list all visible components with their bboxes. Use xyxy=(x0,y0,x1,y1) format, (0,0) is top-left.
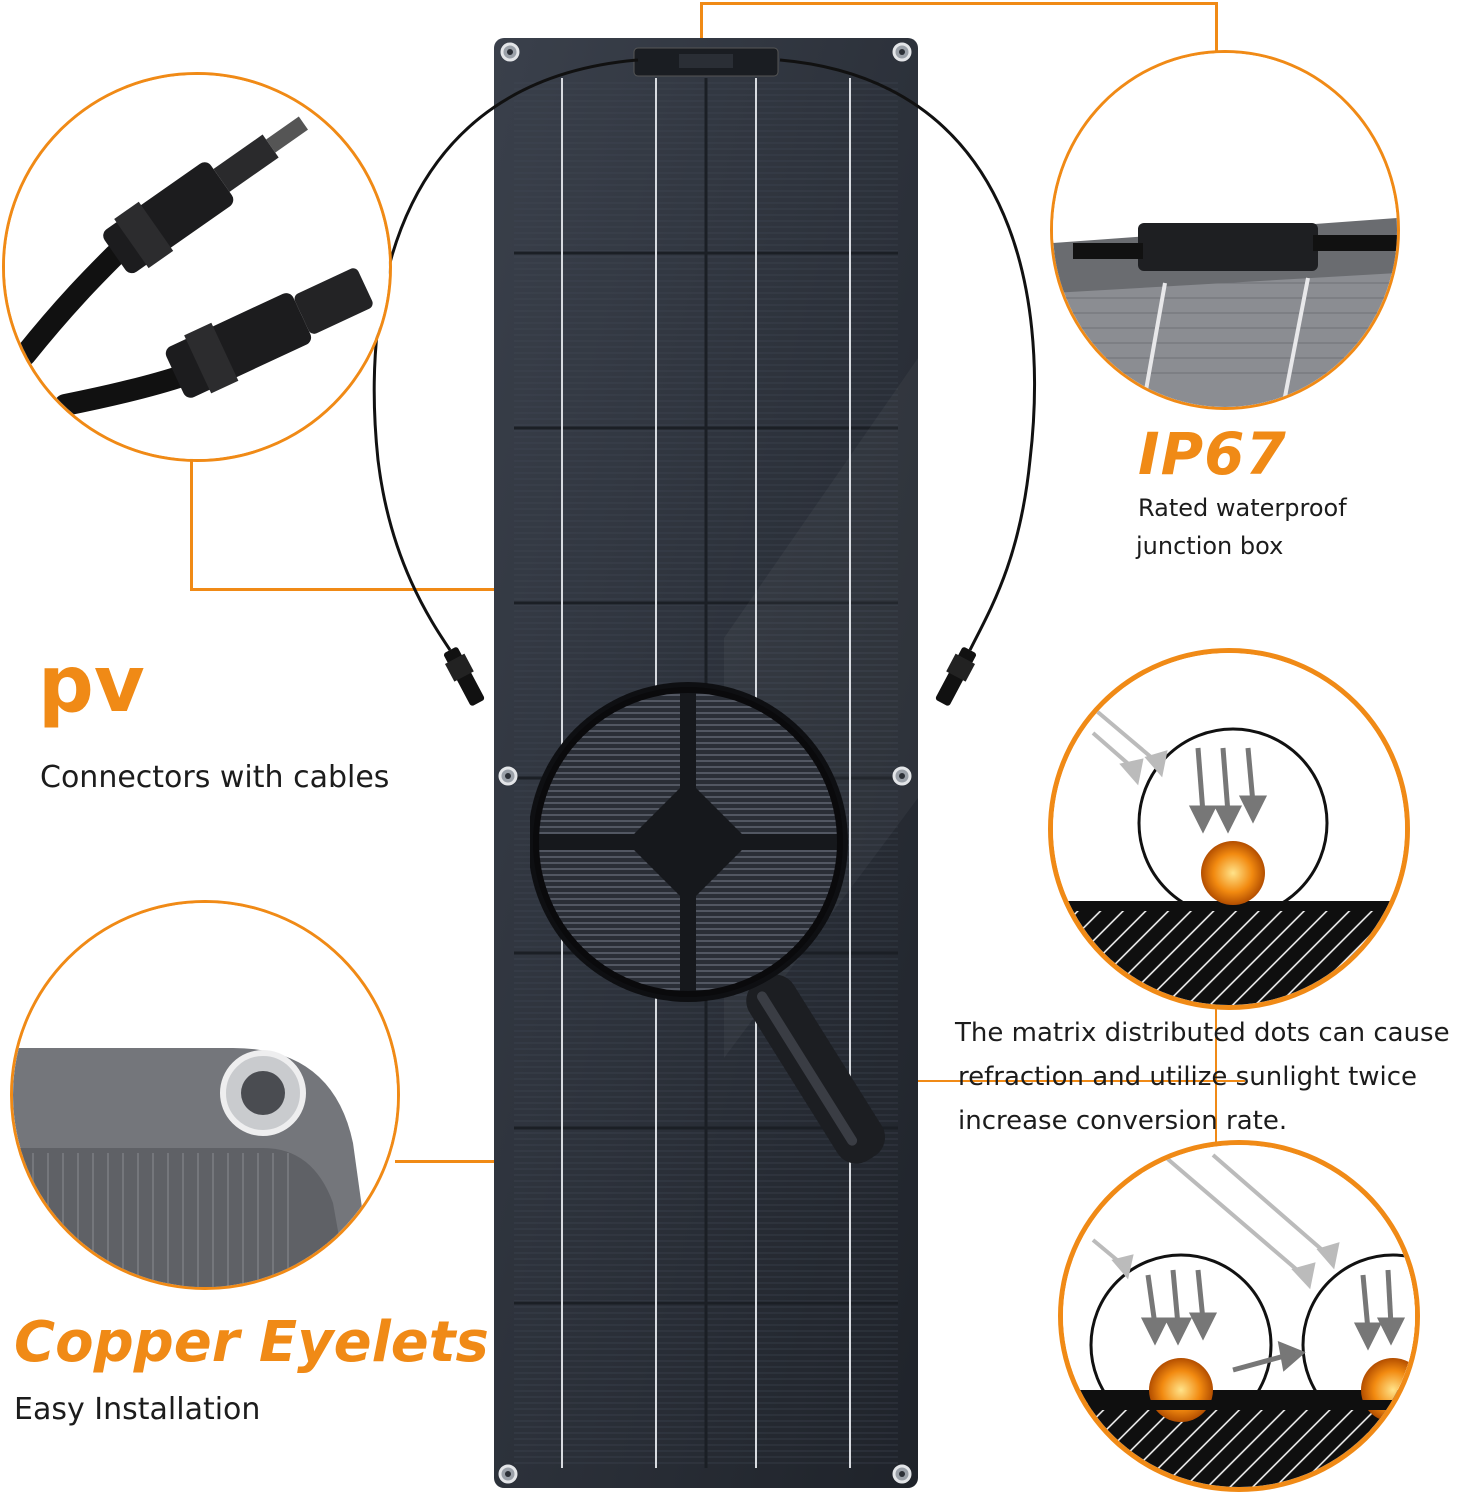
pv-subtitle: Connectors with cables xyxy=(40,760,390,795)
callout-line-matrix xyxy=(845,1080,1245,1082)
callout-line-eyelet xyxy=(395,1160,495,1163)
refraction-diagram-icon xyxy=(1053,653,1405,1005)
magnifier-icon xyxy=(530,682,886,1164)
ip67-subtitle-line2: junction box xyxy=(1136,532,1284,560)
mc4-connector-icon xyxy=(5,75,389,459)
matrix-description-line3: increase conversion rate. xyxy=(958,1106,1288,1136)
copper-eyelets-title: Copper Eyelets xyxy=(14,1310,489,1375)
refraction-diagram-double-icon xyxy=(1063,1145,1415,1487)
copper-eyelet-photo xyxy=(10,900,400,1290)
callout-line-top-vertical-left xyxy=(700,2,703,42)
callout-line-top-vertical-right xyxy=(1215,2,1218,52)
refraction-diagram-single xyxy=(1048,648,1410,1010)
pv-connector-photo xyxy=(2,72,392,462)
callout-line-pv-horizontal xyxy=(190,588,498,591)
ip67-subtitle-line1: Rated waterproof xyxy=(1138,494,1347,522)
copper-eyelets-subtitle: Easy Installation xyxy=(14,1392,261,1427)
callout-line-pv-vertical xyxy=(190,455,193,590)
refraction-diagram-double xyxy=(1058,1140,1420,1492)
pv-title: pv xyxy=(38,640,145,730)
matrix-description-line2: refraction and utilize sunlight twice xyxy=(958,1062,1418,1092)
cable-icon xyxy=(372,58,1036,706)
callout-line-matrix-vertical xyxy=(1215,995,1217,1145)
magnifier xyxy=(530,680,910,1200)
callout-line-top-horizontal xyxy=(700,2,1218,5)
junction-box-icon xyxy=(1053,53,1397,407)
ip67-title: IP67 xyxy=(1138,420,1287,488)
junction-box-photo xyxy=(1050,50,1400,410)
matrix-description-line1: The matrix distributed dots can cause xyxy=(955,1018,1450,1048)
eyelet-icon xyxy=(13,903,397,1287)
